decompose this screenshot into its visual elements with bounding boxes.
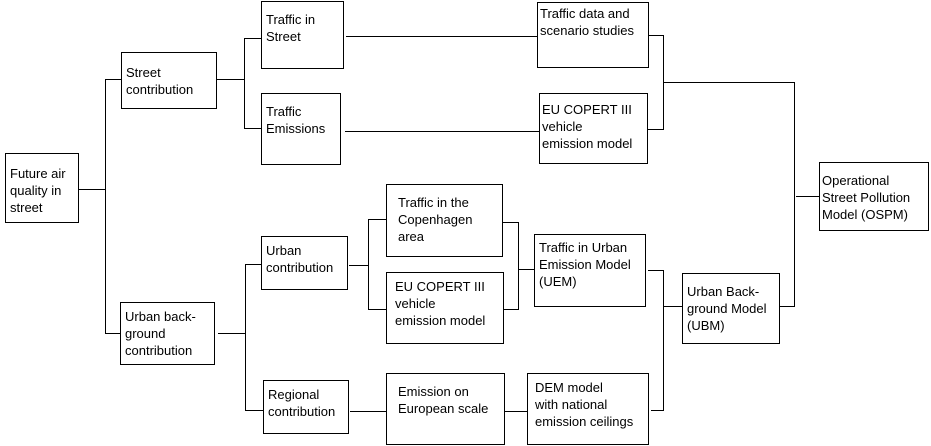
node-traffic-emissions: Traffic Emissions bbox=[261, 93, 341, 165]
node-dem-model: DEM model with national emission ceiling… bbox=[527, 373, 649, 445]
node-eu-copert-lower: EU COPERT III vehicle emission model bbox=[386, 272, 504, 344]
node-traffic-data-scenarios: Traffic data and scenario studies bbox=[537, 2, 649, 68]
node-traffic-urban-emission-model: Traffic in Urban Emission Model (UEM) bbox=[534, 234, 646, 307]
node-traffic-in-street: Traffic in Street bbox=[261, 1, 344, 69]
node-urban-background-contribution: Urban back- ground contribution bbox=[120, 302, 215, 365]
node-street-contribution: Street contribution bbox=[121, 52, 217, 109]
node-eu-copert-upper: EU COPERT III vehicle emission model bbox=[539, 93, 648, 164]
node-future-air-quality: Future air quality in street bbox=[5, 153, 79, 223]
node-urban-contribution: Urban contribution bbox=[261, 236, 348, 290]
node-regional-contribution: Regional contribution bbox=[263, 380, 349, 434]
node-traffic-copenhagen: Traffic in the Copenhagen area bbox=[386, 184, 503, 257]
node-emission-european-scale: Emission on European scale bbox=[386, 373, 505, 445]
node-ospm: Operational Street Pollution Model (OSPM… bbox=[819, 162, 929, 231]
node-urban-background-model: Urban Back- ground Model (UBM) bbox=[682, 273, 780, 344]
